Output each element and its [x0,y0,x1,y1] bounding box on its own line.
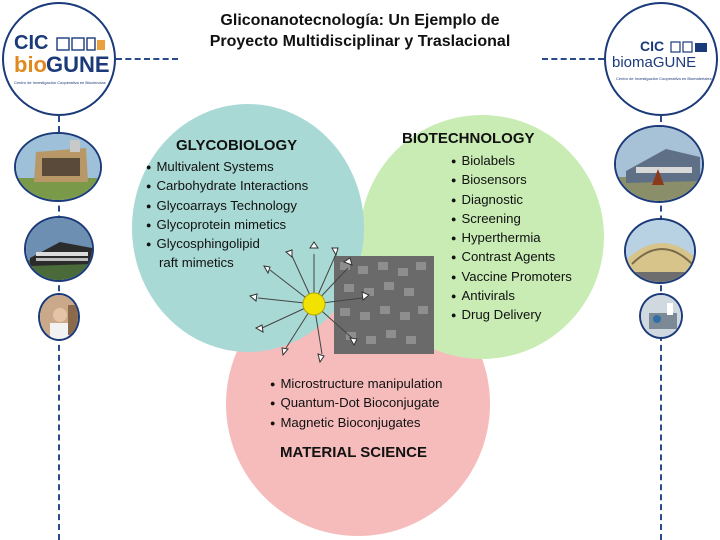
material-science-heading: MATERIAL SCIENCE [280,444,427,461]
modern-building-photo [614,125,704,203]
glycobiology-heading: GLYCOBIOLOGY [176,137,298,154]
title-line-2: Proyecto Multidisciplinar y Traslacional [209,33,511,50]
cic-biogune-logo: CIC bio GUNE Centro de Investigación Coo… [2,2,116,116]
logo-biomagune-text: biomaGUNE [612,54,697,71]
logo-gune-text: GUNE [46,52,110,77]
logo-boxes-icon [670,41,707,53]
lab-equipment-photo [639,293,683,339]
list-item: Biosensors [451,171,572,190]
list-item: Glycoprotein mimetics [146,216,308,235]
logo-cic-text: CIC [640,38,665,54]
biotechnology-heading: BIOTECHNOLOGY [402,130,535,147]
list-item: Drug Delivery [451,306,572,325]
list-item: Multivalent Systems [146,158,308,177]
logo-subtitle: Centro de Investigación Cooperativa en B… [616,76,712,81]
dashed-line-left [116,58,178,60]
lab-building-photo [24,216,94,282]
logo-boxes-icon [56,37,105,51]
canopy-building-photo [624,218,696,284]
list-item: Biolabels [451,152,572,171]
list-item: Microstructure manipulation [270,375,442,394]
biotechnology-list: Biolabels Biosensors Diagnostic Screenin… [451,152,572,326]
list-item: Contrast Agents [451,248,572,267]
logo-bio-text: bio [14,52,47,77]
list-item: Antivirals [451,287,572,306]
list-item: Quantum-Dot Bioconjugate [270,394,442,413]
list-item: Magnetic Bioconjugates [270,414,442,433]
building-photo [14,132,102,202]
glycobiology-list: Multivalent Systems Carbohydrate Interac… [146,158,308,274]
list-item: Glycoarrays Technology [146,197,308,216]
page-title: Gliconanotecnología: Un Ejemplo de Proye… [170,10,550,52]
list-item: Screening [451,210,572,229]
list-item-continuation: raft mimetics [159,255,234,271]
dashed-line-right [542,58,604,60]
glyconanoparticle-illustration [248,241,370,364]
material-science-list: Microstructure manipulation Quantum-Dot … [270,375,442,433]
list-item: Vaccine Promoters [451,268,571,287]
title-line-1: Gliconanotecnología: Un Ejemplo de [220,12,500,29]
researcher-photo [38,293,80,341]
list-item: Glycosphingolipid [146,235,308,254]
list-item: Hyperthermia [451,229,572,248]
logo-cic-text: CIC [14,32,49,54]
list-item: Diagnostic [451,191,572,210]
list-item: Carbohydrate Interactions [146,177,308,196]
cic-biomagune-logo: CIC biomaGUNE Centro de Investigación Co… [604,2,718,116]
logo-subtitle: Centro de Investigación Cooperativa en B… [14,80,106,85]
